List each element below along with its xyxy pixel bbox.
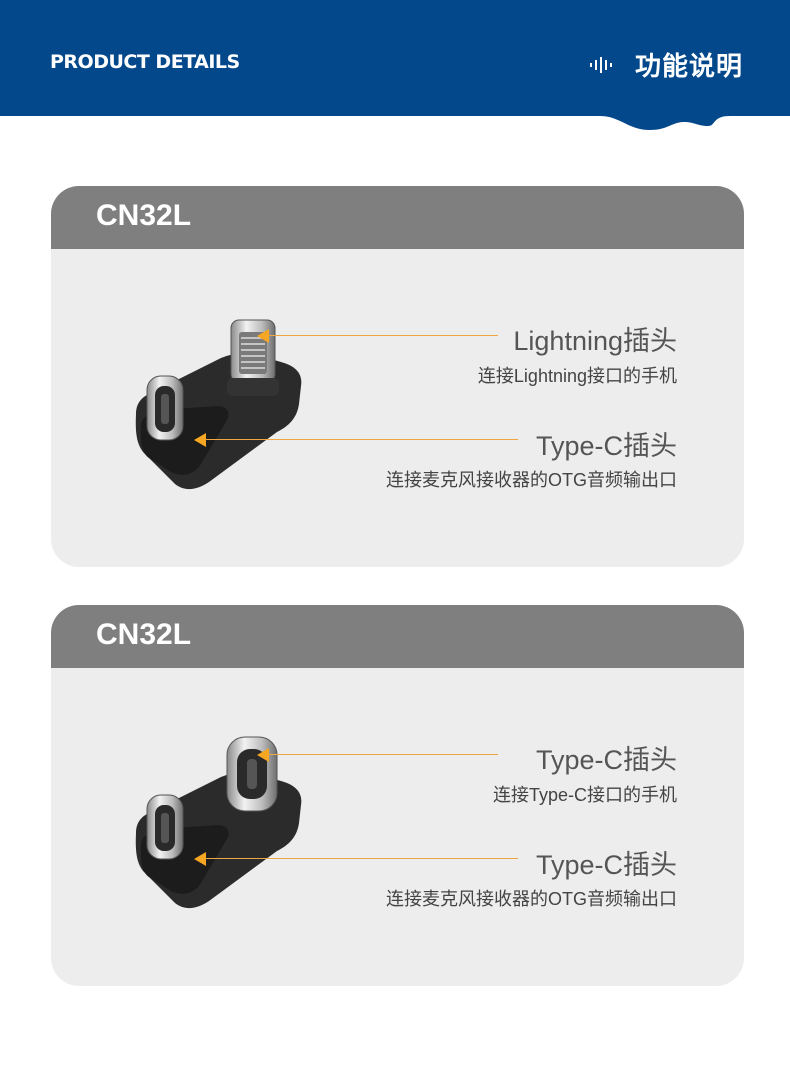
- callout-description: 连接麦克风接收器的OTG音频输出口: [386, 889, 677, 909]
- callout-description: 连接Lightning接口的手机: [477, 366, 677, 386]
- lightning-to-typec-adapter-image: [135, 319, 302, 490]
- function-description-title: 功能说明: [634, 52, 743, 82]
- callout-title: Type-C插头: [535, 431, 677, 461]
- header-wave-decoration: [0, 100, 790, 130]
- callout-arrow: [194, 433, 206, 447]
- card-title: CN32L: [96, 618, 192, 651]
- callout-arrow: [257, 329, 269, 343]
- page-header: [0, 0, 790, 116]
- callout-description: 连接麦克风接收器的OTG音频输出口: [386, 470, 677, 490]
- callout-title: Type-C插头: [535, 745, 677, 775]
- callout-line: [203, 439, 518, 440]
- card-header: CN32L: [51, 186, 744, 249]
- product-details-heading: PRODUCT DETAILS: [50, 51, 240, 73]
- product-card-1: CN32L Lightnin: [51, 186, 744, 567]
- callout-line: [265, 754, 498, 755]
- callout-description: 连接Type-C接口的手机: [492, 785, 677, 805]
- card-header: CN32L: [51, 605, 744, 668]
- product-card-2: CN32L Type-C插头 连接Type-C接口的手机 Type-C插头 连接…: [51, 605, 744, 986]
- typec-to-typec-adapter-image: [135, 736, 302, 909]
- card-title: CN32L: [96, 199, 192, 232]
- callout-arrow: [257, 748, 269, 762]
- callout-title: Type-C插头: [535, 850, 677, 880]
- callout-arrow: [194, 852, 206, 866]
- sound-wave-icon: [589, 56, 612, 73]
- callout-line: [265, 335, 498, 336]
- function-heading-group: 功能说明: [589, 46, 743, 83]
- callout-line: [203, 858, 518, 859]
- callout-title: Lightning插头: [513, 326, 677, 356]
